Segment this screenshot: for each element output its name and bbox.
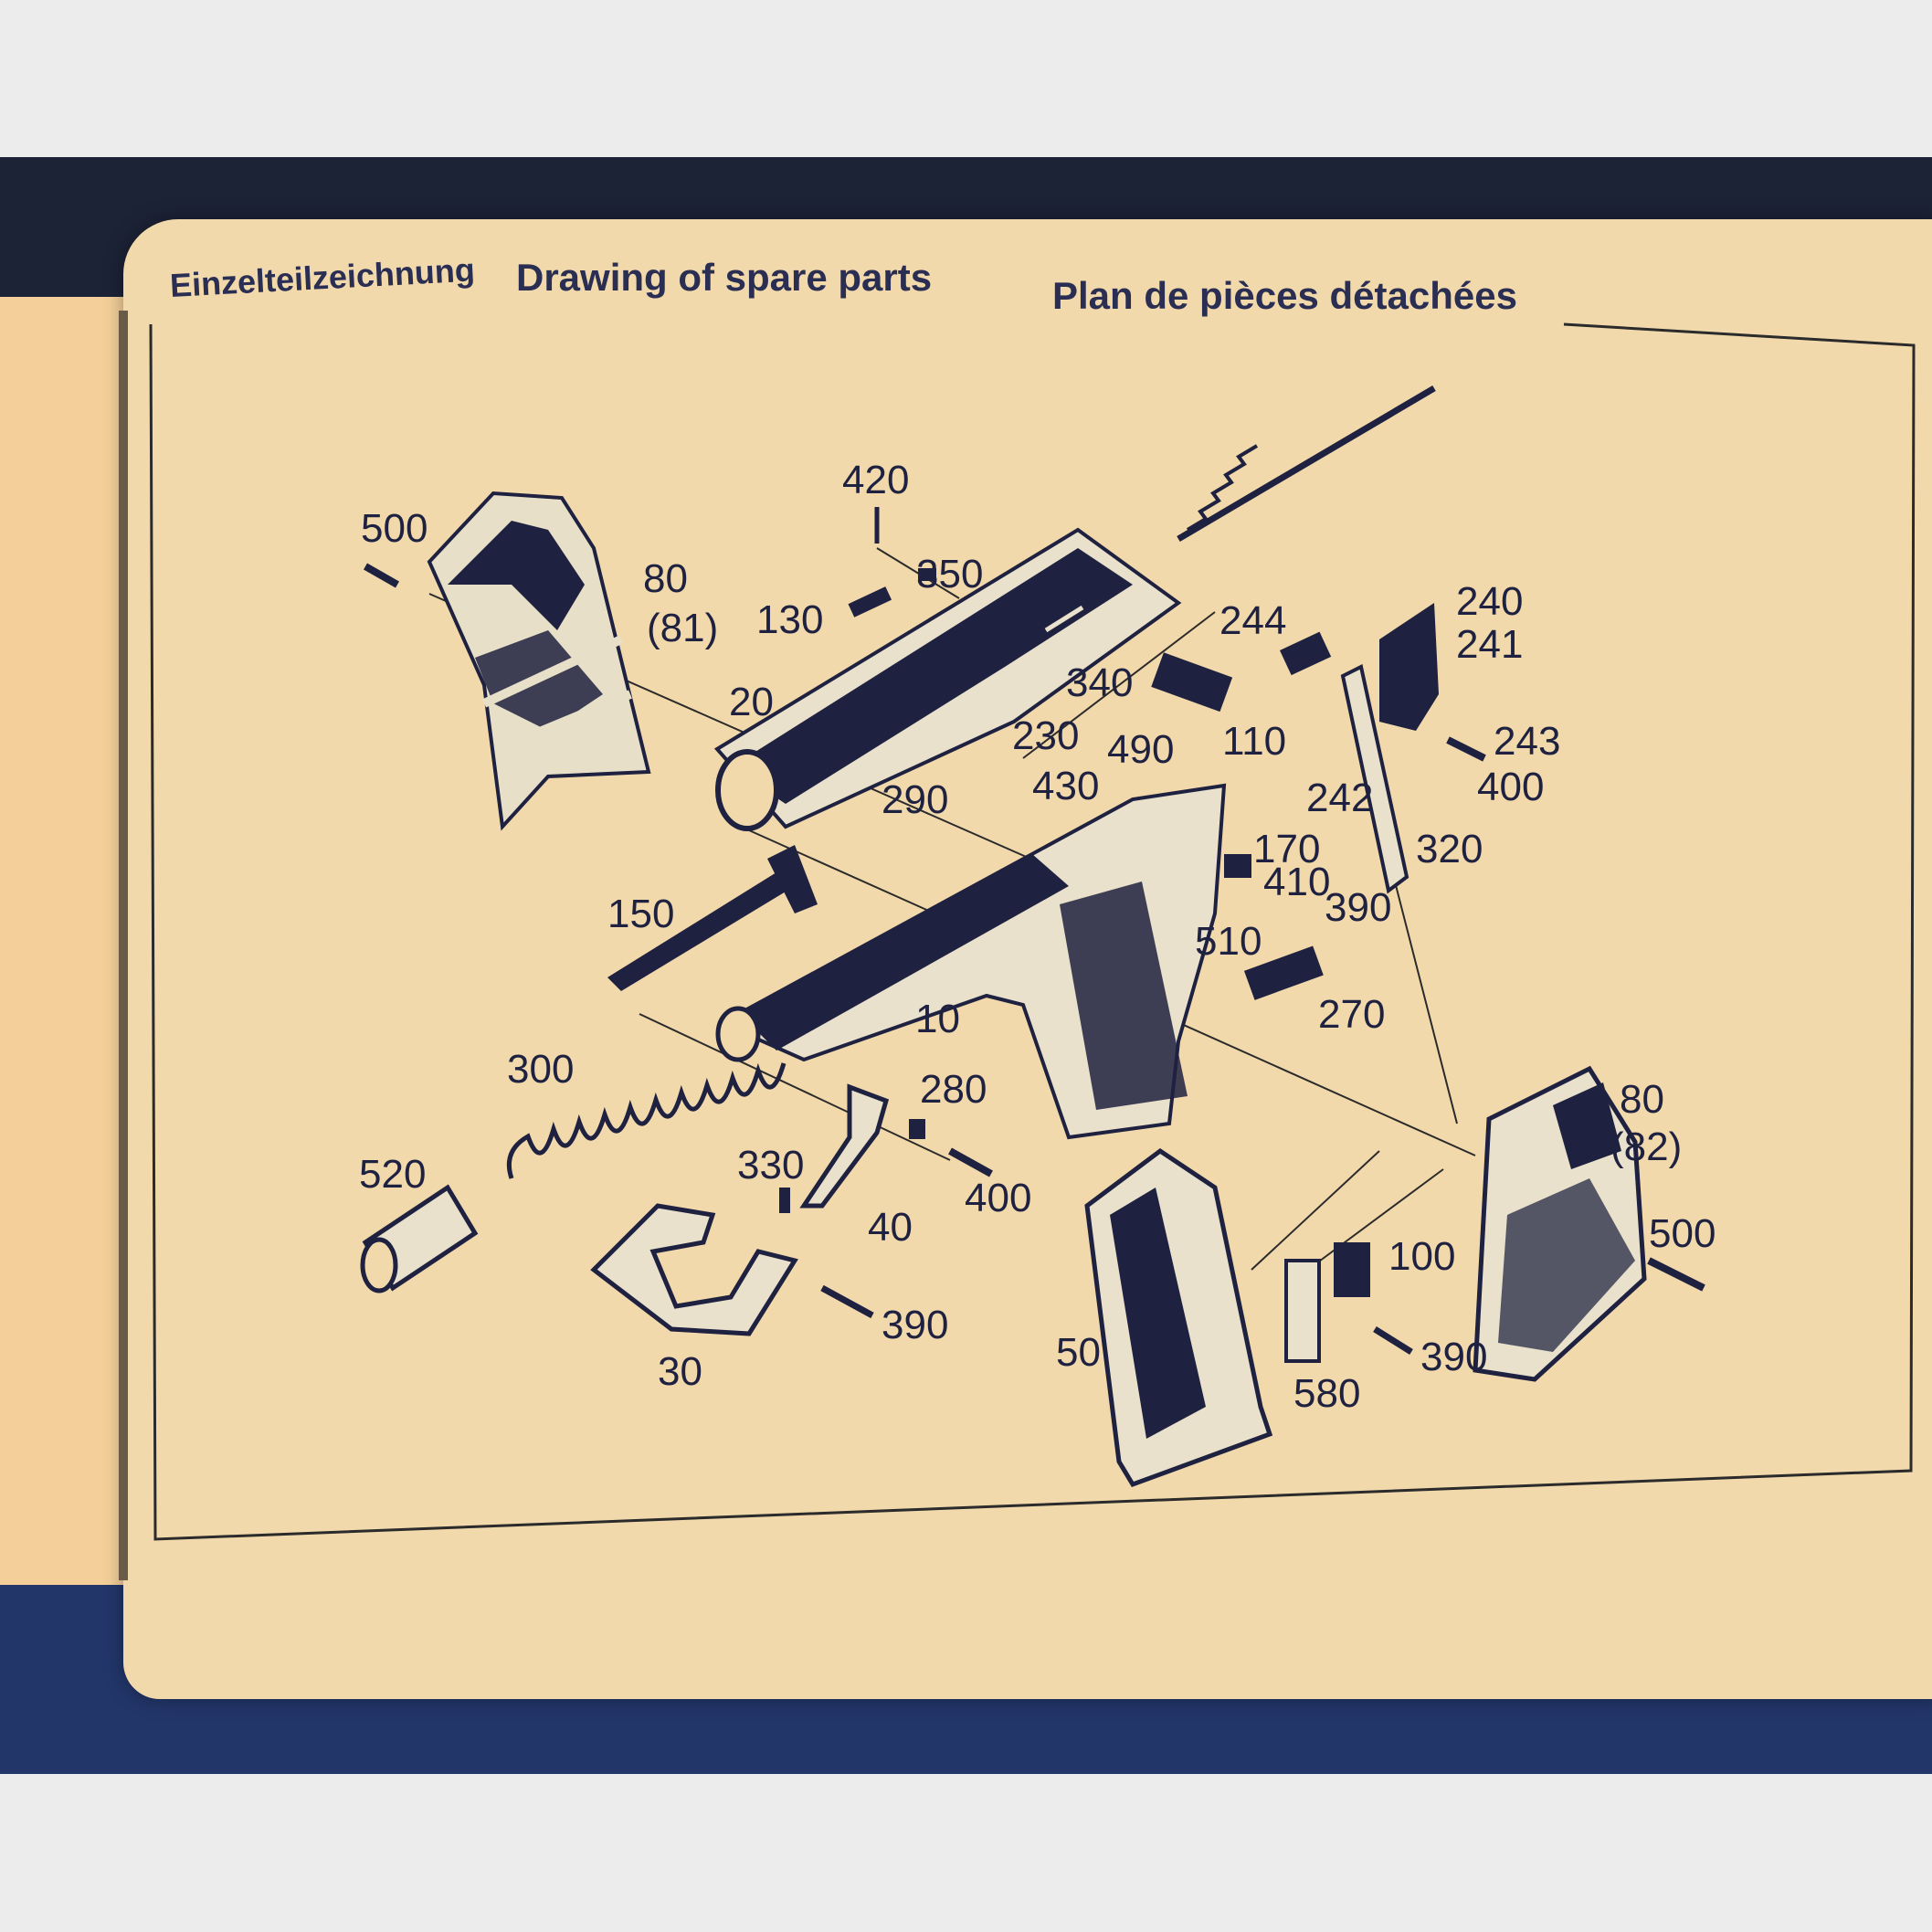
callout-410: 410 — [1263, 860, 1330, 904]
pin-280-part — [909, 1119, 925, 1139]
hammer-strut-part — [1340, 664, 1409, 894]
callout-390-lower: 390 — [882, 1303, 948, 1347]
magazine-part — [1084, 1147, 1273, 1488]
part-130 — [848, 586, 892, 618]
callout-400: 400 — [1477, 765, 1544, 809]
callout-510: 510 — [1195, 919, 1262, 964]
callout-82: (82) — [1610, 1124, 1682, 1169]
callout-420: 420 — [842, 458, 909, 502]
callout-244: 244 — [1219, 598, 1286, 643]
right-grip-part — [1473, 1065, 1647, 1382]
heading-french: Plan de pièces détachées — [1052, 274, 1517, 317]
guide-rod — [1177, 385, 1436, 543]
callout-490: 490 — [1107, 727, 1174, 772]
callout-30: 30 — [658, 1349, 702, 1394]
callout-80-right: 80 — [1620, 1077, 1664, 1122]
pin-400-lower — [948, 1147, 993, 1177]
callout-100: 100 — [1388, 1234, 1455, 1279]
left-page-edge — [0, 297, 128, 1585]
slide-part — [713, 527, 1182, 831]
callout-242: 242 — [1306, 776, 1373, 820]
callout-390: 390 — [1325, 885, 1391, 930]
callout-300: 300 — [507, 1047, 574, 1092]
pin-390-lower — [820, 1284, 874, 1319]
safety-110-part — [1151, 652, 1233, 713]
part-100 — [1334, 1242, 1370, 1297]
frame-part — [715, 783, 1227, 1140]
callout-40: 40 — [868, 1205, 913, 1250]
callout-500-right: 500 — [1649, 1211, 1716, 1256]
callout-130: 130 — [756, 597, 823, 642]
callout-390-right: 390 — [1420, 1335, 1487, 1379]
callout-290: 290 — [882, 777, 948, 822]
pin-244-part — [1280, 631, 1332, 676]
callout-400-lower: 400 — [965, 1176, 1031, 1220]
callout-320: 320 — [1416, 827, 1483, 871]
callout-80: 80 — [643, 556, 688, 601]
callout-330: 330 — [737, 1143, 804, 1188]
sear-170-part — [1224, 854, 1251, 878]
callout-50: 50 — [1056, 1330, 1101, 1375]
callout-150: 150 — [607, 892, 674, 936]
callout-240: 240 — [1456, 579, 1523, 624]
callout-230: 230 — [1012, 713, 1079, 758]
screw-500-left — [364, 563, 399, 588]
heading-english: Drawing of spare parts — [516, 256, 933, 299]
takedown-lever-arm — [767, 845, 818, 913]
callout-81: (81) — [647, 606, 718, 650]
callout-430: 430 — [1032, 764, 1099, 808]
assembly-lines — [428, 547, 1476, 1275]
callout-110: 110 — [1222, 719, 1286, 764]
callout-500: 500 — [361, 506, 428, 551]
barrel-bushing-part — [360, 1184, 479, 1293]
diagram-frame — [149, 322, 1916, 1541]
lever-270-part — [1243, 945, 1324, 1000]
trigger-guard-part — [590, 1203, 798, 1336]
left-grip-part — [427, 491, 651, 831]
callout-243: 243 — [1494, 719, 1560, 764]
callout-580: 580 — [1293, 1371, 1360, 1416]
hammer-part — [1379, 603, 1439, 731]
part-350 — [918, 568, 936, 581]
callout-170: 170 — [1253, 827, 1320, 871]
screw-500-right — [1647, 1257, 1705, 1292]
callout-20: 20 — [729, 680, 774, 724]
callout-10: 10 — [915, 997, 960, 1041]
callout-340: 340 — [1066, 660, 1133, 705]
callout-241: 241 — [1456, 622, 1523, 667]
part-580 — [1284, 1259, 1321, 1363]
spring-330-part — [779, 1188, 790, 1213]
callout-labels: 500 80 (81) 420 350 130 20 244 240 241 3… — [359, 458, 1716, 1416]
recoil-spring-part — [506, 1062, 787, 1179]
pin-390-right — [1373, 1326, 1413, 1355]
callout-270: 270 — [1318, 992, 1385, 1037]
trigger-part — [799, 1083, 890, 1209]
book-gutter — [119, 311, 128, 1580]
takedown-lever-part — [607, 872, 795, 991]
callout-350: 350 — [916, 552, 983, 596]
callout-280: 280 — [920, 1067, 987, 1112]
pin-243-part — [1446, 736, 1486, 762]
callout-520: 520 — [359, 1152, 426, 1197]
